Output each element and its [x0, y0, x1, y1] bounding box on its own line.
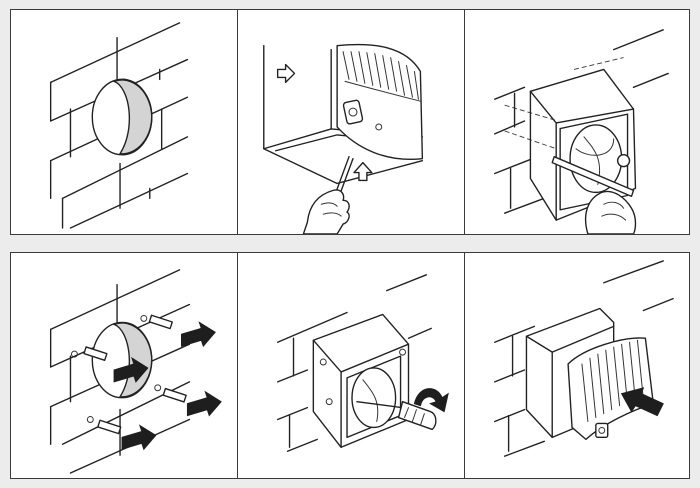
- screwdriver-icon: [356, 400, 437, 431]
- brick-wall: [276, 274, 432, 452]
- fan-housing: [312, 313, 410, 448]
- step-panel-wall-plugs: [10, 252, 238, 479]
- release-unit-illustration: [494, 29, 669, 234]
- step-panel-remove-grille: [237, 9, 465, 235]
- arrow-filled-icon: [180, 321, 216, 348]
- arrow-filled-icon: [186, 390, 222, 417]
- hand-icon: [584, 190, 637, 234]
- arrow-filled-icon: [121, 424, 157, 451]
- arrow-filled-icon: [620, 387, 664, 417]
- wall-plug: [70, 314, 187, 435]
- brick-wall: [494, 29, 669, 214]
- step-panel-release-unit: [464, 9, 690, 235]
- hand-icon: [302, 189, 350, 234]
- screwdriver-icon: [551, 155, 635, 198]
- brick-wall: [494, 260, 674, 457]
- wall-opening-illustration: [49, 22, 189, 229]
- arrow-up-outline-icon: [353, 161, 373, 182]
- wall-hole: [91, 78, 153, 156]
- arrow-filled-icon: [113, 356, 149, 383]
- step-panel-wall-opening: [10, 9, 238, 235]
- arrow-right-outline-icon: [276, 63, 296, 84]
- front-grille: [567, 337, 655, 441]
- refit-grille-illustration: [494, 260, 674, 457]
- wall-hole: [91, 321, 153, 399]
- screwdriver-icon: [334, 155, 354, 198]
- front-grille: [336, 43, 424, 161]
- rotate-arrow-icon: [413, 388, 449, 413]
- wall-plugs-illustration: [49, 269, 222, 474]
- step-panel-screw-housing: [237, 252, 465, 479]
- screw-housing-illustration: [276, 274, 449, 452]
- remove-grille-illustration: [263, 43, 424, 234]
- step-panel-refit-grille: [464, 252, 690, 479]
- brick-wall: [49, 22, 189, 229]
